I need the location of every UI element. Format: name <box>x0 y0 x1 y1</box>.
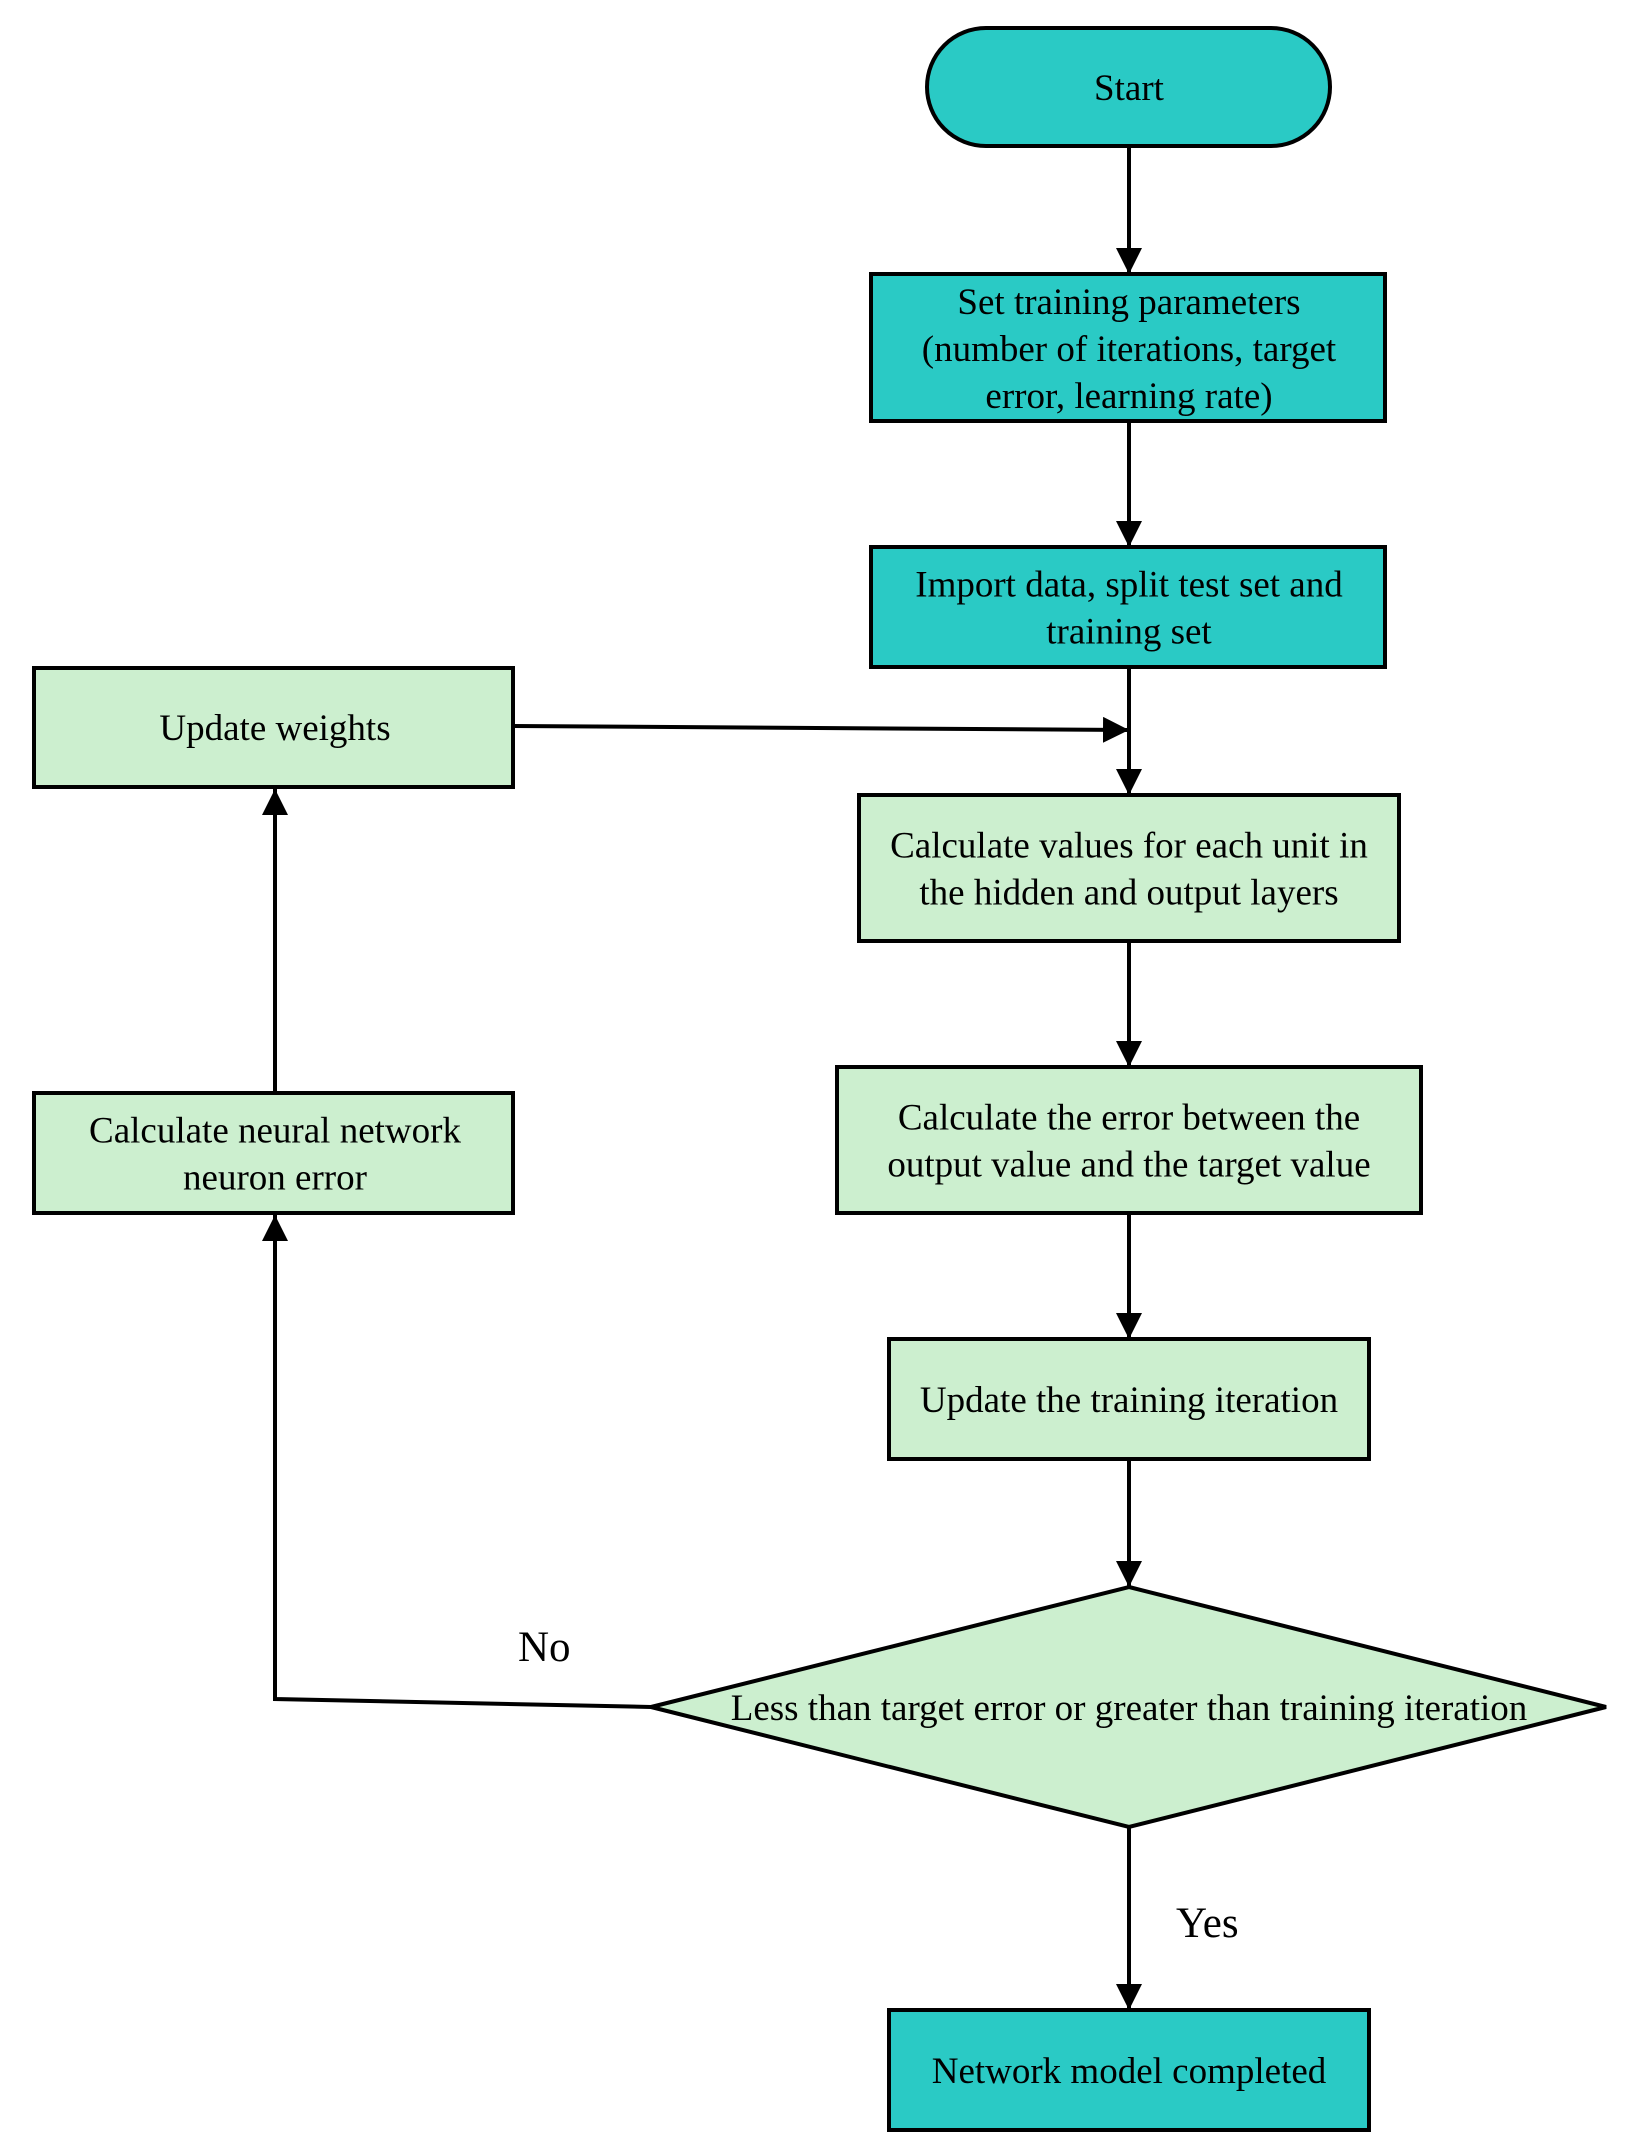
node-calculate-neuron-error: Calculate neural network neuron error <box>32 1091 515 1215</box>
node-text-line: error, learning rate) <box>985 376 1272 417</box>
node-text: Update weights <box>159 708 390 749</box>
node-text: Set training parameters (number of iterat… <box>922 282 1337 417</box>
calc-neuron-error-box <box>32 1091 515 1215</box>
update-weights-box <box>32 666 515 789</box>
update-iteration-box <box>887 1337 1371 1461</box>
edge-update-weights-to-main-flow <box>512 716 1130 743</box>
node-text-line: neuron error <box>183 1158 367 1199</box>
node-start: Start <box>925 26 1332 148</box>
edge-decision-no-to-neuron-error <box>262 1215 652 1709</box>
node-decision: Less than target error or greater than t… <box>650 1584 1607 1830</box>
node-text: Calculate the error between the output va… <box>887 1098 1370 1186</box>
node-text-line: training set <box>1046 612 1212 653</box>
node-text: Import data, split test set and training … <box>915 565 1343 653</box>
import-data-box <box>869 545 1387 669</box>
node-update-iteration: Update the training iteration <box>887 1337 1371 1461</box>
node-text: Calculate values for each unit in the hid… <box>890 826 1368 914</box>
node-network-model-completed: Network model completed <box>887 2008 1371 2132</box>
set-params-box <box>869 272 1387 423</box>
decision-diamond <box>650 1584 1607 1830</box>
node-text: Update the training iteration <box>920 1380 1338 1421</box>
node-calculate-values: Calculate values for each unit in the hid… <box>857 793 1401 943</box>
node-calculate-error: Calculate the error between the output va… <box>835 1065 1423 1215</box>
node-text-line: Calculate neural network <box>89 1111 461 1152</box>
node-text-line: Import data, split test set and <box>915 565 1343 606</box>
node-text: Start <box>1094 68 1165 109</box>
node-text-line: Update the training iteration <box>920 1380 1338 1421</box>
edge-label-yes: Yes <box>1176 1900 1239 1947</box>
node-text-line: Start <box>1094 68 1165 109</box>
node-text-line: (number of iterations, target <box>922 329 1337 370</box>
node-text-line: Less than target error or greater than t… <box>731 1688 1528 1729</box>
completed-box <box>887 2008 1371 2132</box>
calc-values-box <box>857 793 1401 943</box>
node-text: Less than target error or greater than t… <box>731 1688 1528 1729</box>
node-text: Calculate neural network neuron error <box>89 1111 461 1199</box>
edges <box>262 146 1142 2010</box>
node-set-training-parameters: Set training parameters (number of iterat… <box>869 272 1387 423</box>
node-text-line: Set training parameters <box>957 282 1300 323</box>
node-text-line: the hidden and output layers <box>919 873 1338 914</box>
node-text: Network model completed <box>932 2051 1327 2092</box>
node-text-line: Update weights <box>159 708 390 749</box>
start-terminal-shape <box>925 26 1332 148</box>
node-import-data: Import data, split test set and training … <box>869 545 1387 669</box>
edge-label-no: No <box>518 1624 571 1671</box>
calc-error-box <box>835 1065 1423 1215</box>
node-text-line: Calculate the error between the <box>898 1098 1360 1139</box>
node-text-line: Network model completed <box>932 2051 1327 2092</box>
node-text-line: Calculate values for each unit in <box>890 826 1368 867</box>
node-update-weights: Update weights <box>32 666 515 789</box>
node-text-line: output value and the target value <box>887 1145 1370 1186</box>
